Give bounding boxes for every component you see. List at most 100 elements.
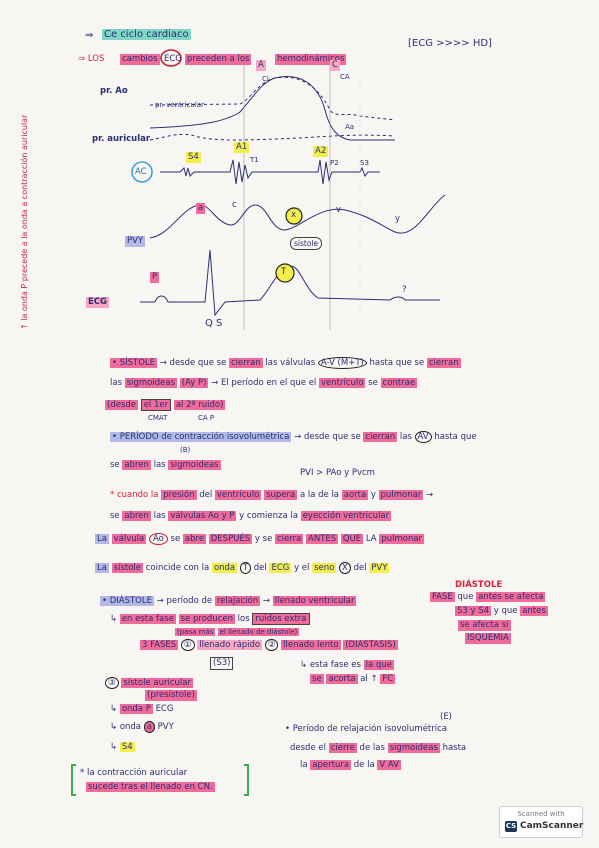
text: válvulas Ao y P: [168, 511, 237, 521]
label-s3: S3: [360, 159, 369, 167]
text: al 2º ruido): [173, 400, 226, 410]
label-qs: Q S: [205, 318, 223, 329]
text: • Período de relajación isovolumétrica: [285, 724, 448, 734]
text: onda: [211, 563, 238, 573]
text: CMAT: [148, 414, 168, 422]
scanner-badge: Scanned with CS CamScanner: [499, 806, 583, 838]
label-wave-t: T: [281, 267, 287, 277]
text: abren: [122, 460, 151, 470]
text: hasta que: [434, 432, 477, 442]
text: * la contracción auricular: [80, 768, 188, 778]
text: S4: [119, 742, 135, 752]
text: ①: [180, 639, 195, 651]
intro-prefix: ⇒ LOS: [78, 54, 105, 64]
label-aa: Aa: [345, 123, 355, 131]
text: →: [426, 490, 434, 500]
text: la que: [363, 660, 394, 670]
intro-word-hemodinamicos: hemodinámicos: [275, 54, 347, 65]
label-pvy: PVY: [125, 236, 146, 247]
text: ②: [264, 639, 279, 651]
text: ↑: [370, 674, 378, 684]
text: antes: [520, 606, 548, 616]
label-wave-v: v: [336, 205, 342, 215]
text: FC: [380, 674, 396, 684]
label-ab: A: [256, 60, 266, 71]
label-s4: S4: [186, 152, 201, 163]
text: ventrículo: [214, 490, 262, 500]
text: el llenado de diástole): [217, 628, 300, 636]
text: X: [339, 562, 351, 574]
page-title: Ce ciclo cardiaco: [102, 29, 191, 40]
text: • PERÍODO de contracción isovolumétrica: [110, 432, 292, 442]
text: (S3): [210, 657, 234, 670]
aortic-pressure-curve: [149, 76, 396, 121]
text: ↳ esta fase es: [300, 660, 361, 670]
label-ca: CA: [340, 73, 350, 81]
text: cierran: [426, 358, 461, 368]
intro-word-preceden: preceden a los: [185, 54, 252, 65]
text: de la: [353, 760, 375, 770]
text: sístole auricular: [121, 678, 193, 688]
text: llenado ventricular: [272, 596, 357, 606]
text: abre: [182, 534, 207, 544]
label-pr-ventricular: pr. ventricular: [155, 101, 204, 109]
label-wave-a: a: [196, 203, 206, 214]
label-ci2: Ci: [262, 75, 269, 83]
text: → período de: [156, 596, 213, 606]
text: PVI > PAo y Pvcm: [300, 468, 375, 478]
text: desde el: [290, 743, 326, 753]
phonocardiogram-trace: [160, 159, 380, 185]
text: pulmonar: [379, 534, 425, 544]
text: ↳: [110, 742, 118, 752]
text: las: [153, 511, 166, 521]
text: contrae: [380, 378, 418, 388]
text: hasta: [442, 743, 467, 753]
label-p2: P2: [330, 159, 339, 167]
label-wave-u: ?: [402, 285, 407, 295]
label-ci: C: [330, 60, 340, 71]
text: y: [370, 490, 376, 500]
text: • DIÁSTOLE: [100, 596, 154, 606]
text: FASE: [430, 592, 455, 602]
label-sistole-bubble: sístole: [290, 237, 323, 250]
text: onda P: [119, 704, 153, 714]
text: coincide con la: [145, 563, 210, 573]
text: pulmonar: [378, 490, 424, 500]
text: y comienza la: [239, 511, 298, 521]
text: ↳: [110, 614, 118, 624]
text: la: [300, 760, 308, 770]
text: abren: [122, 511, 151, 521]
text: AV: [414, 431, 432, 443]
text: seno: [312, 563, 337, 573]
text: QUE: [340, 534, 364, 544]
text: hasta que se: [369, 358, 425, 368]
text: T: [239, 562, 252, 574]
text: se: [170, 534, 181, 544]
text: que: [457, 592, 474, 602]
text: se: [310, 674, 324, 684]
text: LA: [365, 534, 377, 544]
badge-line1: Scanned with: [517, 810, 565, 818]
text: y se: [254, 534, 273, 544]
text: llenado rápido: [197, 640, 263, 650]
text: cierre: [328, 743, 357, 753]
intro-word-cambios: cambios: [120, 54, 160, 65]
text: sigmoideas: [387, 743, 440, 753]
text: ECG: [155, 704, 174, 714]
text: ↳ onda: [110, 722, 142, 732]
text: A-V (M+T): [317, 357, 367, 369]
text: ↳: [110, 704, 118, 714]
text: las: [153, 460, 166, 470]
text: del: [199, 490, 213, 500]
text: se: [110, 460, 120, 470]
badge-line2: CamScanner: [520, 821, 584, 831]
text: aorta: [341, 490, 369, 500]
ecg-precedes-note: [ECG >>>> HD]: [408, 38, 492, 49]
text: (Ay P): [179, 378, 209, 388]
text: el 1er: [140, 399, 172, 411]
label-a2: A2: [313, 146, 329, 157]
text: sístole: [111, 563, 143, 573]
diastole-label: DIÁSTOLE: [455, 580, 503, 590]
text: los: [237, 614, 250, 624]
